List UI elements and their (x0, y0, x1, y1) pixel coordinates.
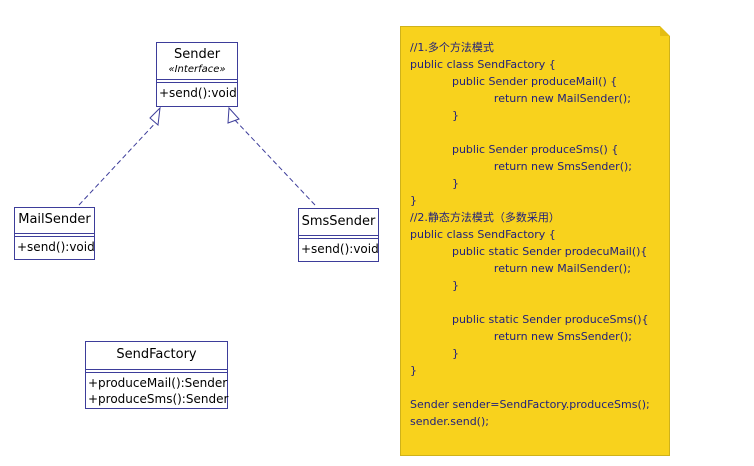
class-operation: +produceMail():Sender (88, 376, 228, 390)
class-name: Sender (173, 47, 221, 62)
code-line: } (410, 109, 459, 122)
realization-arrowhead-left (149, 106, 161, 127)
code-line: return new MailSender(); (410, 92, 631, 105)
code-line: public Sender produceSms() { (410, 143, 619, 156)
realization-mailsender-to-sender (78, 117, 161, 206)
realization-arrowhead-right (227, 106, 240, 124)
code-line: return new SmsSender(); (410, 330, 632, 343)
class-name: SmsSender (301, 214, 376, 229)
compartment-separator (86, 369, 227, 373)
code-line: } (410, 347, 459, 360)
code-line: public static Sender prodecuMail(){ (410, 245, 648, 258)
code-line: } (410, 364, 417, 377)
code-line: } (410, 177, 459, 190)
compartment-separator (299, 235, 378, 239)
code-line: public static Sender produceSms(){ (410, 313, 649, 326)
class-name: MailSender (18, 212, 91, 227)
class-sender[interactable]: Sender «Interface» +send():void (156, 42, 238, 107)
code-line: } (410, 194, 417, 207)
code-line: public Sender produceMail() { (410, 75, 618, 88)
compartment-separator (15, 233, 94, 237)
class-smssender[interactable]: SmsSender +send():void (298, 208, 379, 262)
class-operation: +send():void (17, 240, 95, 254)
class-name: SendFactory (116, 347, 197, 362)
code-note[interactable]: //1.多个方法模式 public class SendFactory { pu… (400, 26, 670, 456)
code-line: public class SendFactory { (410, 58, 556, 71)
compartment-separator (157, 79, 237, 83)
class-operation: +send():void (301, 242, 379, 256)
code-line: sender.send(); (410, 415, 489, 428)
code-line: Sender sender=SendFactory.produceSms(); (410, 398, 650, 411)
code-listing: //1.多个方法模式 public class SendFactory { pu… (401, 27, 669, 430)
class-mailsender[interactable]: MailSender +send():void (14, 207, 95, 260)
class-sendfactory[interactable]: SendFactory +produceMail():Sender +produ… (85, 341, 228, 409)
code-line: public class SendFactory { (410, 228, 556, 241)
code-line: return new SmsSender(); (410, 160, 632, 173)
code-line: //1.多个方法模式 (410, 41, 494, 54)
note-folded-corner (660, 26, 670, 36)
code-line: } (410, 279, 459, 292)
realization-smssender-to-sender (232, 117, 316, 206)
code-line: //2.静态方法模式（多数采用） (410, 211, 560, 224)
class-stereotype: «Interface» (168, 64, 226, 75)
class-operation: +send():void (159, 86, 237, 100)
class-operation: +produceSms():Sender (88, 392, 229, 406)
code-line: return new MailSender(); (410, 262, 631, 275)
